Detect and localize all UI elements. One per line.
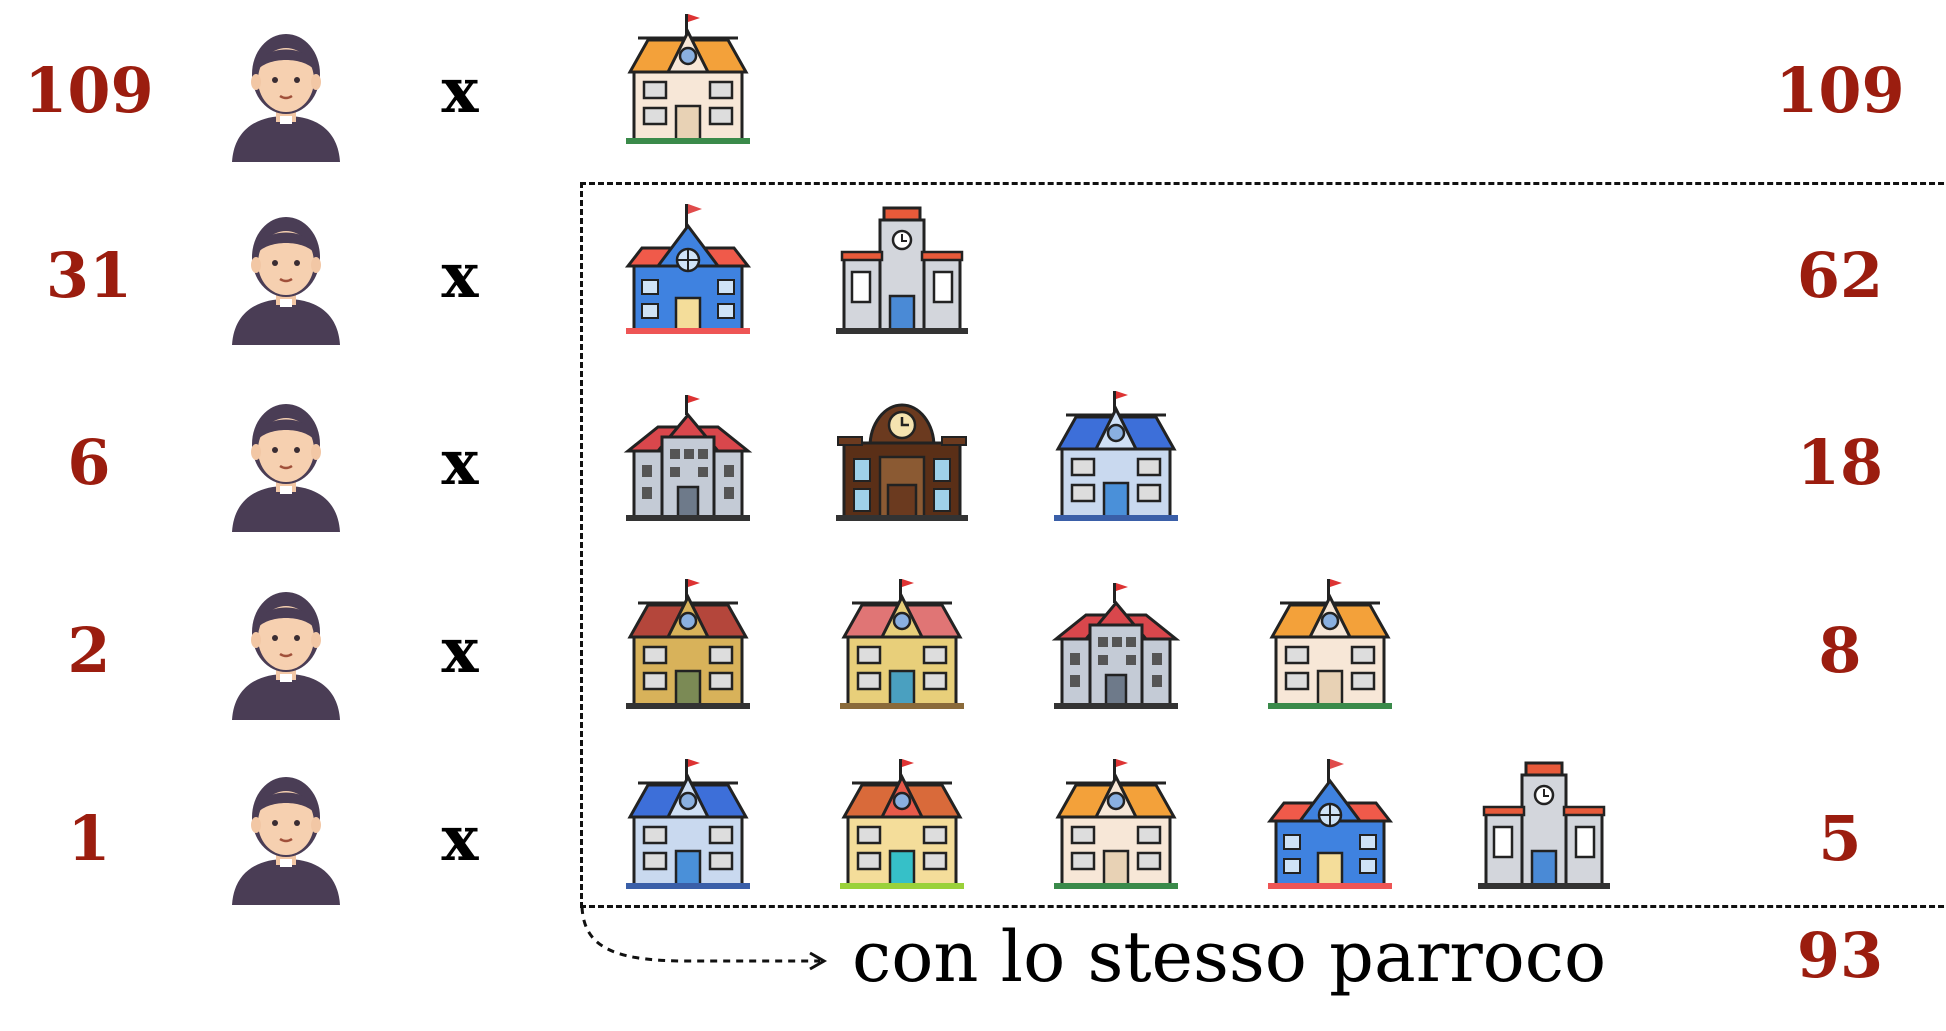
total-count: 93 — [1796, 919, 1884, 992]
dashed-arrow-icon — [580, 906, 828, 971]
multiply-sign: x — [441, 239, 479, 312]
priest-icon — [226, 755, 346, 905]
priest-icon — [226, 570, 346, 720]
multiply-sign: x — [441, 802, 479, 875]
parish-count-row-5: 5 — [1818, 802, 1862, 875]
parish-building-icon — [1046, 387, 1186, 527]
priest-count-row-2: 31 — [45, 239, 133, 312]
parish-building-icon — [832, 200, 972, 340]
parish-building-icon — [832, 387, 972, 527]
parish-building-icon — [618, 575, 758, 715]
parish-count-row-3: 18 — [1796, 426, 1884, 499]
parish-count-row-2: 62 — [1796, 239, 1884, 312]
parish-count-row-1: 109 — [1775, 54, 1905, 127]
parish-building-icon — [1260, 575, 1400, 715]
multiply-sign: x — [441, 426, 479, 499]
multiply-sign: x — [441, 614, 479, 687]
priest-count-row-4: 2 — [67, 614, 111, 687]
parish-building-icon — [618, 387, 758, 527]
parish-building-icon — [832, 755, 972, 895]
priest-icon — [226, 195, 346, 345]
parish-building-icon — [618, 200, 758, 340]
priest-count-row-3: 6 — [67, 426, 111, 499]
parish-building-icon — [618, 755, 758, 895]
same-priest-caption: con lo stesso parroco — [852, 916, 1607, 998]
priest-icon — [226, 12, 346, 162]
parish-building-icon — [1046, 755, 1186, 895]
parish-building-icon — [1046, 575, 1186, 715]
parish-count-row-4: 8 — [1818, 614, 1862, 687]
same-priest-group-box — [580, 182, 1946, 908]
priest-count-row-1: 109 — [24, 54, 154, 127]
parish-building-icon — [1260, 755, 1400, 895]
priest-count-row-5: 1 — [67, 802, 111, 875]
parish-building-icon — [618, 10, 758, 150]
priest-icon — [226, 382, 346, 532]
parish-building-icon — [832, 575, 972, 715]
multiply-sign: x — [441, 54, 479, 127]
parish-building-icon — [1474, 755, 1614, 895]
